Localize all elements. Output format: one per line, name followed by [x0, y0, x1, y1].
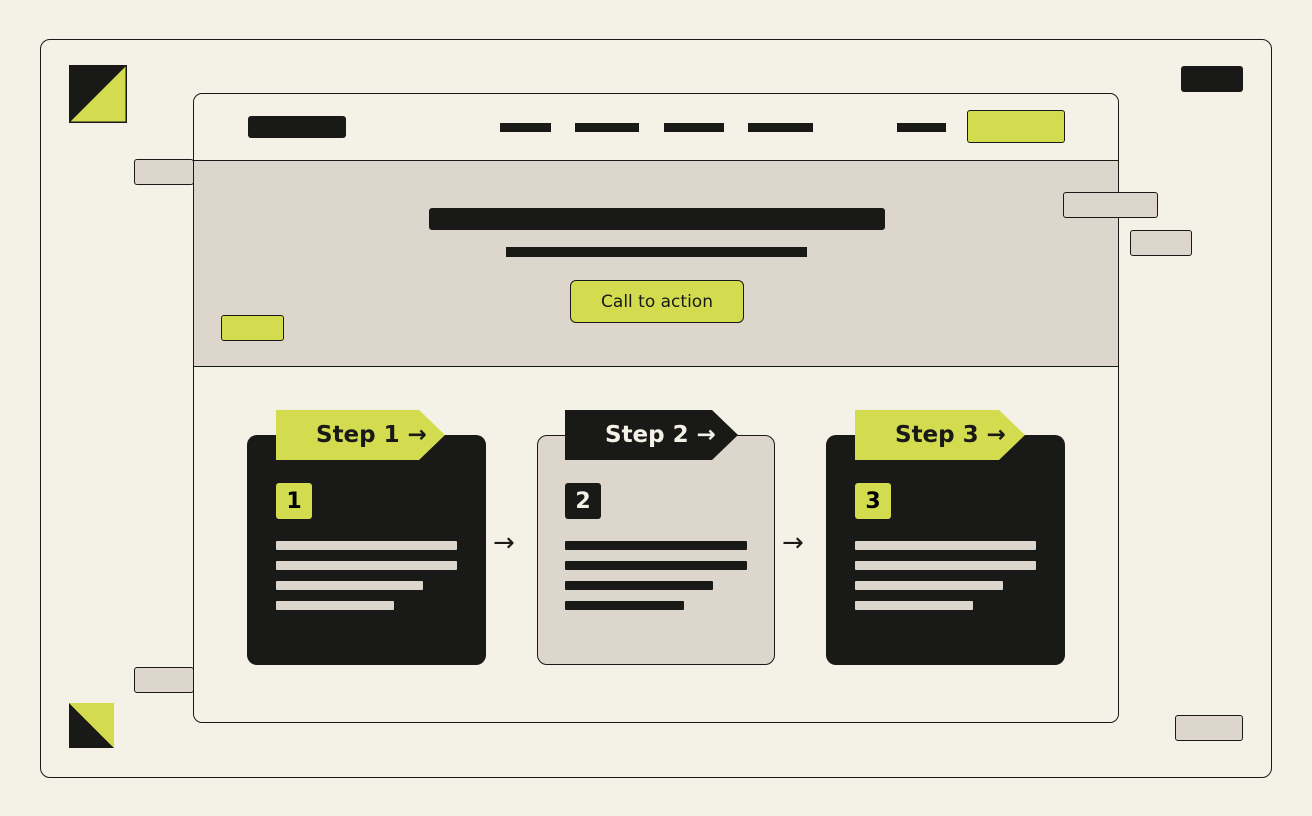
hero-subheadline-placeholder [506, 247, 807, 257]
hero-headline-placeholder [429, 208, 885, 230]
nav-link-1[interactable] [500, 123, 551, 132]
text-line [276, 541, 457, 550]
hero-section: Call to action [194, 160, 1118, 367]
text-line [276, 601, 394, 610]
step-tag-2[interactable]: Step 2 → [565, 410, 738, 460]
text-line [565, 601, 684, 610]
text-line [565, 561, 747, 570]
text-line [855, 581, 1003, 590]
step-card-1[interactable]: 1 [247, 435, 486, 665]
step-card-3[interactable]: 3 [826, 435, 1065, 665]
nav-link-5[interactable] [897, 123, 946, 132]
step-number-badge: 1 [276, 483, 312, 519]
floating-tag-left-bottom [134, 667, 194, 693]
floating-tag-right-1 [1063, 192, 1158, 218]
step-number-badge: 3 [855, 483, 891, 519]
text-line [276, 581, 423, 590]
call-to-action-button[interactable]: Call to action [570, 280, 744, 323]
nav-link-4[interactable] [748, 123, 813, 132]
top-right-block [1181, 66, 1243, 92]
step-tag-3[interactable]: Step 3 → [855, 410, 1025, 460]
corner-triangle-icon-top-left [69, 65, 127, 123]
nav-button[interactable] [967, 110, 1065, 143]
step-card-2[interactable]: 2 [537, 435, 775, 665]
text-line [855, 561, 1036, 570]
step-number-badge: 2 [565, 483, 601, 519]
text-line [855, 601, 973, 610]
call-to-action-label: Call to action [601, 291, 713, 312]
text-line [855, 541, 1036, 550]
flow-arrow-icon: → [782, 528, 804, 558]
nav-link-3[interactable] [664, 123, 724, 132]
step-tag-1[interactable]: Step 1 → [276, 410, 445, 460]
text-line [565, 541, 747, 550]
floating-tag-left-top [134, 159, 194, 185]
text-line [276, 561, 457, 570]
logo-placeholder[interactable] [248, 116, 346, 138]
outer-frame [40, 39, 1272, 778]
corner-triangle-icon-bottom-left [69, 703, 114, 748]
flow-arrow-icon: → [493, 528, 515, 558]
bottom-right-tag [1175, 715, 1243, 741]
text-line [565, 581, 713, 590]
floating-tag-right-2 [1130, 230, 1192, 256]
hero-floating-tag [221, 315, 284, 341]
nav-link-2[interactable] [575, 123, 639, 132]
